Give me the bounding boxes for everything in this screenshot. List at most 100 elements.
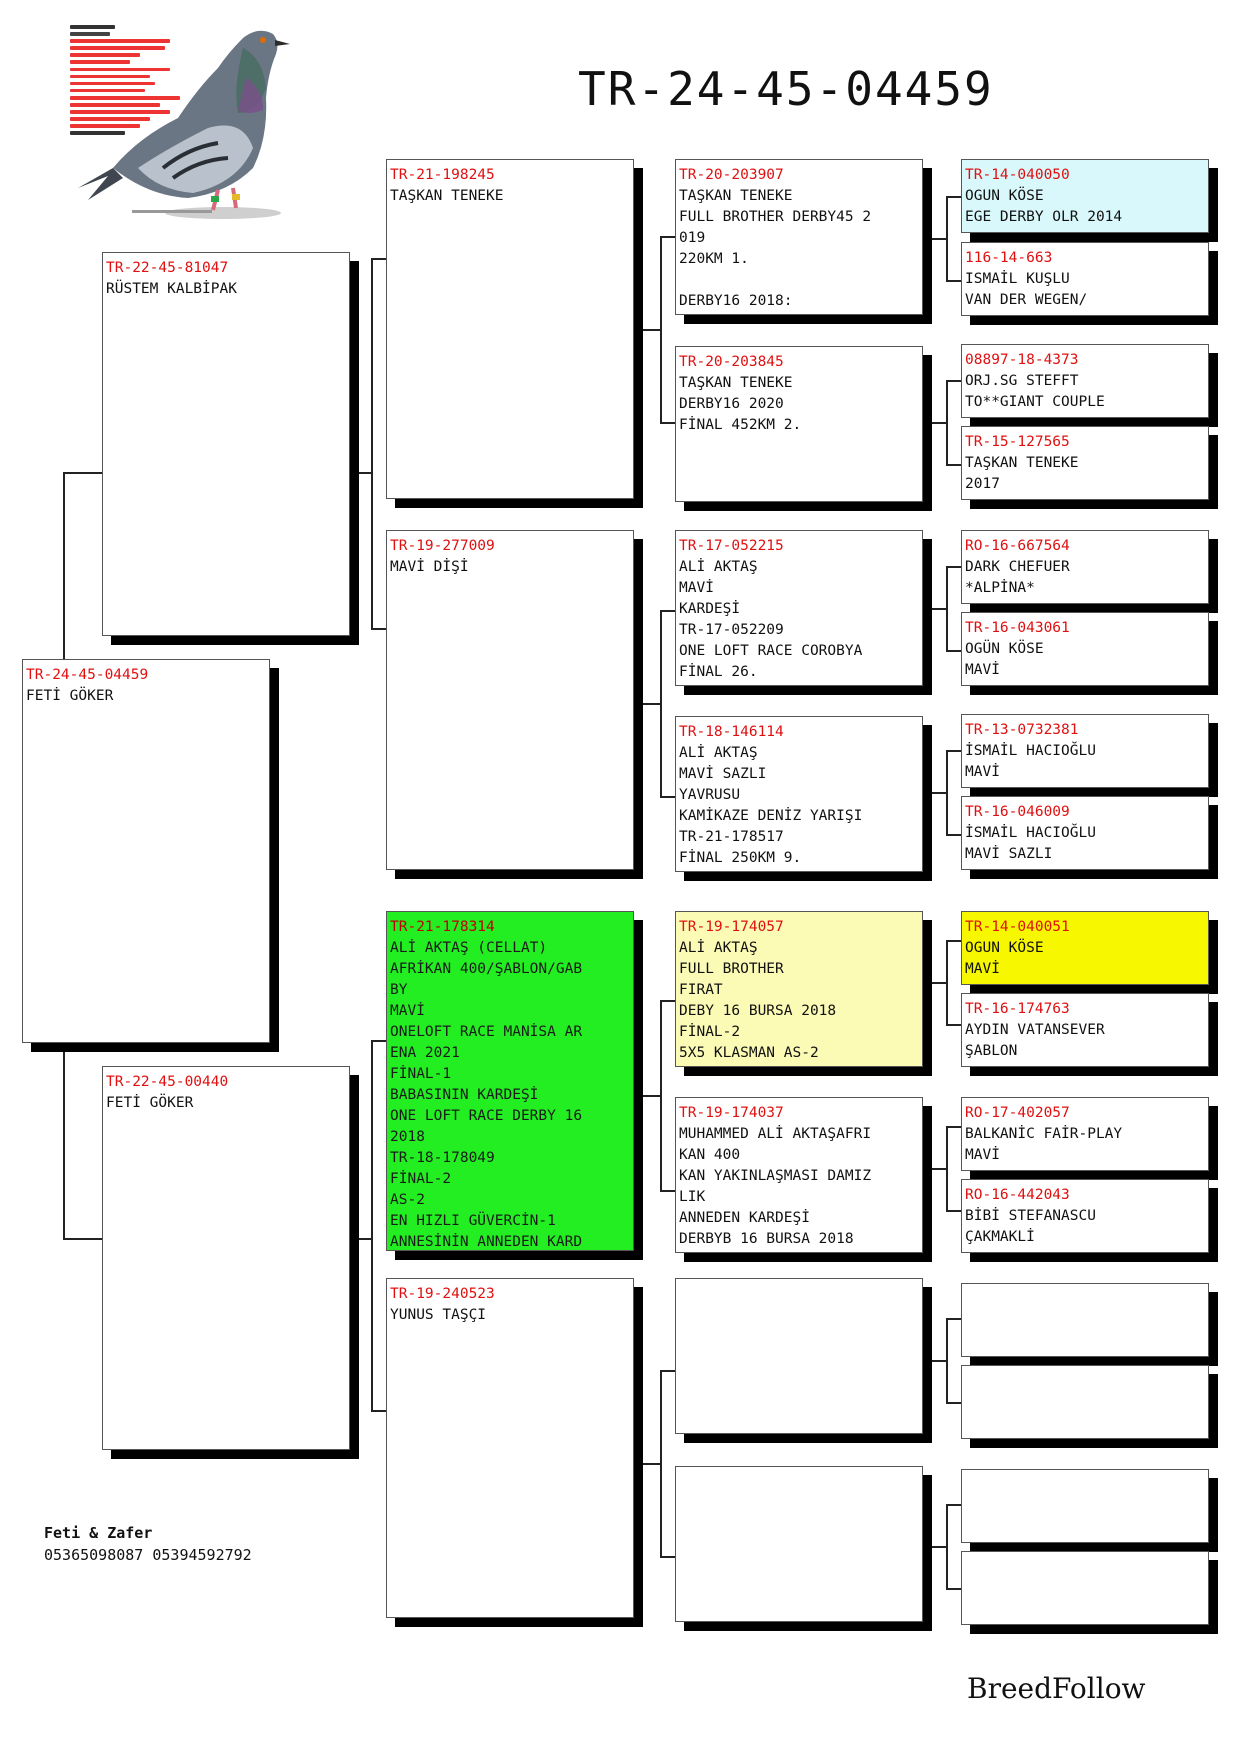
connector — [660, 422, 675, 424]
connector — [640, 1463, 660, 1465]
pigeon-info-line — [679, 270, 919, 291]
pigeon-info-line: *ALPİNA* — [965, 580, 1035, 596]
gen5-box-13[interactable] — [961, 1283, 1209, 1357]
connector — [640, 329, 660, 331]
pigeon-info-line: LIK — [679, 1189, 706, 1205]
gen5-box-15[interactable] — [961, 1469, 1209, 1543]
pigeon-photo — [78, 30, 290, 219]
pigeon-info-line: BİBİ STEFANASCU — [965, 1208, 1096, 1224]
pigeon-info-line: İSMAİL HACIOĞLU — [965, 743, 1096, 759]
connector — [63, 472, 65, 659]
connector — [660, 236, 662, 422]
photo-notes — [70, 25, 195, 139]
owner-phone: 05365098087 05394592792 — [44, 1546, 252, 1564]
gen4-box-7[interactable] — [675, 1278, 923, 1434]
connector — [660, 236, 675, 238]
pigeon-info-line: ANNESİNİN ANNEDEN KARD — [390, 1234, 583, 1250]
connector — [371, 628, 386, 630]
connector — [640, 703, 660, 705]
connector — [660, 796, 675, 798]
connector — [660, 1000, 662, 1190]
connector — [371, 1040, 386, 1042]
pigeon-info-line: FİNAL 26. — [679, 664, 758, 680]
connector — [63, 1043, 65, 1238]
ring-number: TR-19-174037 — [679, 1105, 784, 1121]
pigeon-info-line: AYDIN VATANSEVER — [965, 1022, 1105, 1038]
pigeon-info-line: DERBY16 2020 — [679, 396, 784, 412]
connector — [926, 422, 946, 424]
pigeon-info-line: OGUN KÖSE — [965, 188, 1044, 204]
pigeon-info-line: FIRAT — [679, 982, 723, 998]
pigeon-info-line: TR-21-178517 — [679, 829, 784, 845]
pigeon-info-line: ŞABLON — [965, 1043, 1018, 1059]
connector — [640, 1095, 660, 1097]
pigeon-info-line: OGUN KÖSE — [965, 940, 1044, 956]
pigeon-info-line: 5X5 KLASMAN AS-2 — [679, 1045, 819, 1061]
connector — [926, 608, 946, 610]
connector — [946, 1504, 948, 1588]
connector — [946, 380, 948, 464]
ring-number: TR-14-040050 — [965, 167, 1070, 183]
ring-number: TR-19-277009 — [390, 538, 495, 554]
ring-number: TR-19-240523 — [390, 1286, 495, 1302]
pigeon-info-line: ALİ AKTAŞ — [679, 559, 758, 575]
connector — [946, 1588, 961, 1590]
connector — [946, 1318, 948, 1402]
connector — [946, 1318, 961, 1320]
pigeon-info-line: ORJ.SG STEFFT — [965, 373, 1079, 389]
pigeon-info-line: MAVİ — [965, 961, 1000, 977]
pigeon-info-line: EN HIZLI GÜVERCİN-1 — [390, 1213, 556, 1229]
pigeon-info-line: MAVİ — [965, 764, 1000, 780]
pigeon-info-line: 220KM 1. — [679, 251, 749, 267]
owner-info: Feti & Zafer 05365098087 05394592792 — [44, 1522, 252, 1566]
pigeon-info-line: YUNUS TAŞÇI — [390, 1307, 487, 1323]
connector — [660, 1370, 662, 1556]
ring-number: TR-16-046009 — [965, 804, 1070, 820]
gen4-box-8[interactable] — [675, 1466, 923, 1622]
connector — [946, 750, 961, 752]
pigeon-info-line: DERBY16 2018: — [679, 293, 793, 309]
pigeon-info-line: MAVİ — [965, 1147, 1000, 1163]
gen5-box-14[interactable] — [961, 1365, 1209, 1439]
pigeon-info-line: ENA 2021 — [390, 1045, 460, 1061]
pigeon-info-line: ONE LOFT RACE COROBYA — [679, 643, 863, 659]
pedigree-title: TR-24-45-04459 — [578, 62, 994, 116]
connector — [926, 238, 946, 240]
connector — [358, 1238, 371, 1240]
pigeon-info-line: FULL BROTHER — [679, 961, 784, 977]
owner-name: Feti & Zafer — [44, 1524, 153, 1542]
gen5-box-16[interactable] — [961, 1551, 1209, 1625]
ring-number: TR-13-0732381 — [965, 722, 1079, 738]
connector — [63, 472, 105, 474]
pigeon-info-line: 2017 — [965, 476, 1000, 492]
connector — [926, 1168, 946, 1170]
pigeon-info-line: KAN YAKINLAŞMASI DAMIZ — [679, 1168, 872, 1184]
ring-number: TR-17-052215 — [679, 538, 784, 554]
connector — [371, 1410, 386, 1412]
